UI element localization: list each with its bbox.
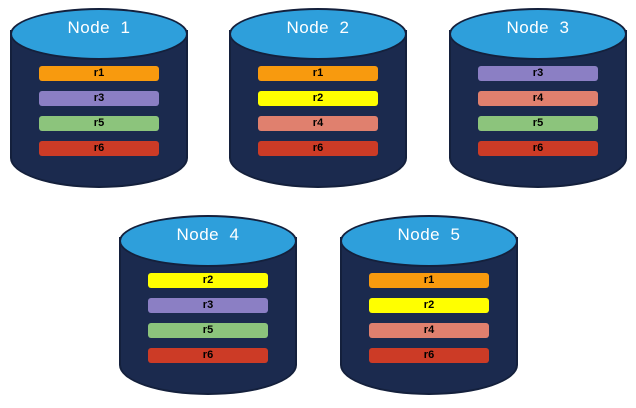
replica-bar-r6: r6 bbox=[478, 141, 598, 156]
database-node-1: Node 1 r1 r3 r5 r6 bbox=[10, 8, 188, 191]
node-label: Node 1 bbox=[67, 18, 131, 37]
cylinder-top-ellipse bbox=[340, 215, 518, 267]
replica-bar-r2: r2 bbox=[258, 91, 378, 106]
replica-bar-r1: r1 bbox=[258, 66, 378, 81]
node-label: Node 2 bbox=[286, 18, 350, 37]
replica-bar-r6: r6 bbox=[258, 141, 378, 156]
replica-bar-r3: r3 bbox=[148, 298, 268, 313]
node-label: Node 4 bbox=[176, 225, 240, 244]
replica-bar-r6: r6 bbox=[39, 141, 159, 156]
replica-list: r1 r2 r4 r6 bbox=[229, 66, 407, 156]
node-label: Node 5 bbox=[397, 225, 461, 244]
replica-bar-r6: r6 bbox=[369, 348, 489, 363]
replica-bar-r5: r5 bbox=[148, 323, 268, 338]
replica-bar-r1: r1 bbox=[369, 273, 489, 288]
cylinder-top-ellipse bbox=[10, 8, 188, 60]
database-node-5: Node 5 r1 r2 r4 r6 bbox=[340, 215, 518, 398]
replica-list: r1 r2 r4 r6 bbox=[340, 273, 518, 363]
replica-bar-r4: r4 bbox=[258, 116, 378, 131]
cylinder-body bbox=[449, 30, 627, 188]
replica-list: r2 r3 r5 r6 bbox=[119, 273, 297, 363]
replica-list: r3 r4 r5 r6 bbox=[449, 66, 627, 156]
database-node-3: Node 3 r3 r4 r5 r6 bbox=[449, 8, 627, 191]
replica-bar-r5: r5 bbox=[478, 116, 598, 131]
replica-bar-r2: r2 bbox=[369, 298, 489, 313]
database-node-2: Node 2 r1 r2 r4 r6 bbox=[229, 8, 407, 191]
replica-bar-r4: r4 bbox=[369, 323, 489, 338]
replica-list: r1 r3 r5 r6 bbox=[10, 66, 188, 156]
cylinder-top-ellipse bbox=[119, 215, 297, 267]
database-node-4: Node 4 r2 r3 r5 r6 bbox=[119, 215, 297, 398]
replica-bar-r1: r1 bbox=[39, 66, 159, 81]
node-label: Node 3 bbox=[506, 18, 570, 37]
replica-bar-r3: r3 bbox=[39, 91, 159, 106]
cylinder-top-ellipse bbox=[229, 8, 407, 60]
cylinder-top-ellipse bbox=[449, 8, 627, 60]
replica-bar-r5: r5 bbox=[39, 116, 159, 131]
replica-bar-r2: r2 bbox=[148, 273, 268, 288]
replica-bar-r6: r6 bbox=[148, 348, 268, 363]
replica-bar-r3: r3 bbox=[478, 66, 598, 81]
replica-bar-r4: r4 bbox=[478, 91, 598, 106]
